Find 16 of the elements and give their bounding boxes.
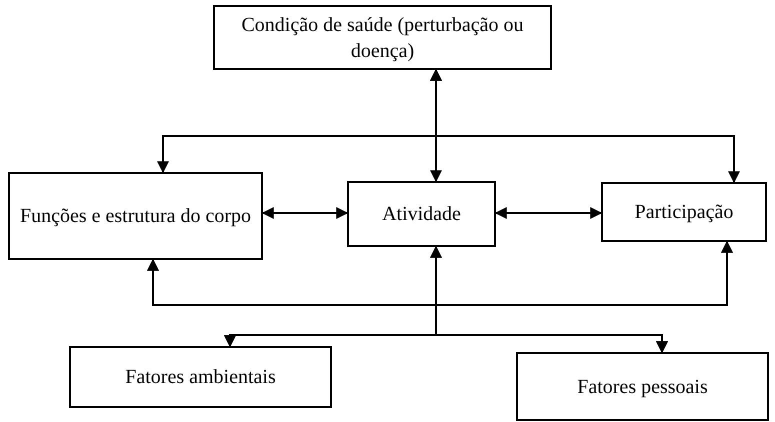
arrow xyxy=(262,207,348,219)
arrow xyxy=(435,240,733,354)
arrow xyxy=(430,68,740,184)
box-label: Participação xyxy=(634,200,734,225)
box-label: Fatores pessoais xyxy=(577,374,708,400)
process-box xyxy=(69,346,332,408)
process-box xyxy=(601,182,767,242)
process-box xyxy=(213,5,552,70)
box-label: Atividade xyxy=(382,202,461,227)
process-box xyxy=(8,172,263,260)
box-label: Condição de saúde (perturbação ou doença) xyxy=(240,12,525,64)
process-box xyxy=(347,181,496,247)
process-box xyxy=(516,352,769,421)
box-label: Funções e estrutura do corpo xyxy=(20,204,252,229)
box-label: Fatores ambientais xyxy=(125,365,276,390)
arrow xyxy=(494,207,602,219)
